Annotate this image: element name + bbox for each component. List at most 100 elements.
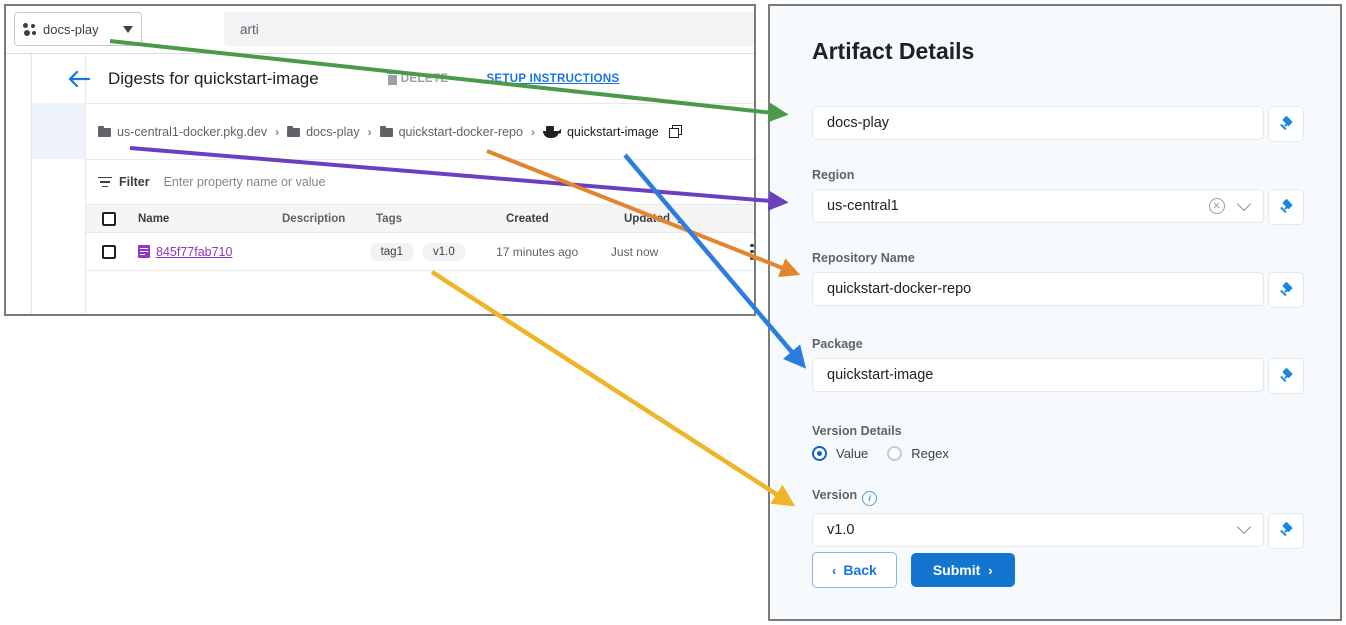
breadcrumb-label: us-central1-docker.pkg.dev bbox=[117, 124, 268, 139]
project-field[interactable]: docs-play bbox=[812, 106, 1264, 140]
filter-input[interactable]: Enter property name or value bbox=[163, 175, 326, 189]
repository-field[interactable]: quickstart-docker-repo bbox=[812, 272, 1264, 306]
field-group-repository: Repository Name quickstart-docker-repo bbox=[812, 251, 1304, 308]
breadcrumb-item-registry[interactable]: us-central1-docker.pkg.dev bbox=[98, 125, 267, 139]
breadcrumb-label: docs-play bbox=[306, 124, 360, 139]
sidebar-active-highlight bbox=[32, 103, 86, 159]
column-header-description[interactable]: Description bbox=[282, 212, 346, 225]
chevron-down-icon[interactable] bbox=[1236, 196, 1252, 211]
project-chip-label: docs-play bbox=[43, 21, 99, 37]
pin-icon bbox=[1279, 198, 1294, 215]
docker-whale-icon bbox=[542, 125, 561, 138]
pin-button[interactable] bbox=[1268, 106, 1304, 142]
delete-button[interactable]: DELETE bbox=[386, 72, 449, 85]
page-title: Artifact Details bbox=[812, 38, 975, 64]
kebab-menu-icon[interactable] bbox=[750, 243, 754, 260]
pin-button[interactable] bbox=[1268, 512, 1304, 549]
radio-regex-label: Regex bbox=[911, 446, 949, 461]
cell-tags: tag1 v1.0 bbox=[369, 242, 497, 261]
version-details-label: Version Details bbox=[812, 424, 902, 438]
submit-button-label: Submit bbox=[932, 562, 981, 578]
breadcrumb-item-image[interactable]: quickstart-image bbox=[542, 125, 659, 139]
select-all-checkbox[interactable] bbox=[102, 211, 116, 226]
table-footer bbox=[86, 271, 754, 303]
repository-label: Repository Name bbox=[812, 251, 915, 265]
sidebar-rail-divider bbox=[85, 54, 86, 314]
pin-button[interactable] bbox=[1268, 189, 1304, 225]
digest-name: 845f77fab710 bbox=[156, 244, 233, 259]
gcp-console-panel: docs-play arti Digests for quickstart-im… bbox=[4, 4, 756, 316]
digest-link[interactable]: 845f77fab710 bbox=[138, 245, 278, 259]
region-label: Region bbox=[812, 168, 855, 182]
package-field[interactable]: quickstart-image bbox=[812, 358, 1264, 392]
pin-button[interactable] bbox=[1268, 358, 1304, 394]
pin-icon bbox=[1279, 115, 1294, 132]
page-title: Digests for quickstart-image bbox=[108, 68, 319, 88]
folder-icon bbox=[287, 126, 301, 137]
breadcrumb: us-central1-docker.pkg.dev › docs-play ›… bbox=[86, 104, 754, 160]
row-checkbox[interactable] bbox=[102, 244, 116, 259]
chevron-down-icon bbox=[123, 25, 133, 33]
tag-chip[interactable]: v1.0 bbox=[421, 242, 466, 261]
breadcrumb-separator: › bbox=[275, 124, 280, 139]
back-chevron-icon: ‹ bbox=[832, 562, 837, 578]
project-field-value: docs-play bbox=[827, 115, 890, 131]
back-arrow-icon[interactable] bbox=[64, 70, 94, 88]
digest-icon bbox=[138, 245, 150, 258]
version-details-radio-row: Value Regex bbox=[812, 446, 1304, 461]
version-field[interactable]: v1.0 bbox=[812, 512, 1264, 547]
version-field-value: v1.0 bbox=[827, 521, 855, 538]
console-sidebar bbox=[6, 54, 32, 314]
radio-value[interactable] bbox=[812, 446, 827, 461]
region-field-value: us-central1 bbox=[827, 198, 899, 214]
filter-label: Filter bbox=[119, 175, 150, 189]
digests-table: Name Description Tags Created Updated ↓ … bbox=[86, 204, 754, 303]
package-field-value: quickstart-image bbox=[827, 367, 934, 383]
column-header-name[interactable]: Name bbox=[138, 212, 170, 225]
breadcrumb-item-project[interactable]: docs-play bbox=[287, 125, 360, 139]
column-header-created[interactable]: Created bbox=[506, 212, 549, 225]
breadcrumb-item-repository[interactable]: quickstart-docker-repo bbox=[379, 125, 523, 139]
field-group-region: Region us-central1 bbox=[812, 168, 1304, 225]
radio-value-label: Value bbox=[836, 446, 869, 461]
chevron-down-icon[interactable] bbox=[1236, 519, 1252, 535]
submit-chevron-icon: › bbox=[988, 562, 993, 578]
column-header-tags[interactable]: Tags bbox=[376, 212, 402, 225]
field-group-version: Version i v1.0 bbox=[812, 488, 1304, 549]
console-search-input[interactable]: arti bbox=[224, 12, 754, 46]
breadcrumb-separator: › bbox=[530, 124, 535, 139]
project-selector-chip[interactable]: docs-play bbox=[14, 12, 142, 46]
version-label-text: Version bbox=[812, 488, 858, 502]
folder-icon bbox=[98, 126, 111, 137]
trash-icon bbox=[386, 72, 398, 85]
info-icon[interactable]: i bbox=[862, 490, 878, 506]
artifact-details-panel: Artifact Details docs-play Region us-cen… bbox=[768, 4, 1342, 621]
clear-icon[interactable] bbox=[1209, 198, 1225, 214]
copy-icon[interactable] bbox=[668, 124, 683, 139]
cell-updated: Just now bbox=[610, 244, 659, 259]
table-header-row: Name Description Tags Created Updated ↓ bbox=[86, 204, 754, 233]
version-details-group: Version Details Value Regex bbox=[812, 424, 1304, 461]
radio-regex[interactable] bbox=[887, 446, 903, 461]
submit-button[interactable]: Submit › bbox=[910, 553, 1015, 587]
version-label: Version i bbox=[812, 488, 1304, 506]
folder-icon bbox=[379, 126, 393, 137]
column-header-updated[interactable]: Updated ↓ bbox=[624, 212, 728, 226]
cell-created: 17 minutes ago bbox=[496, 244, 579, 259]
back-button[interactable]: ‹ Back bbox=[812, 552, 897, 588]
breadcrumb-separator: › bbox=[367, 124, 372, 139]
form-button-row: ‹ Back Submit › bbox=[812, 552, 1015, 588]
filter-icon bbox=[98, 176, 112, 188]
console-search-value: arti bbox=[240, 21, 259, 37]
pin-button[interactable] bbox=[1268, 272, 1304, 308]
region-field[interactable]: us-central1 bbox=[812, 189, 1264, 223]
field-group-project: docs-play bbox=[812, 106, 1304, 142]
page-header: Digests for quickstart-image DELETE SETU… bbox=[68, 54, 754, 104]
filter-bar[interactable]: Filter Enter property name or value bbox=[86, 160, 754, 204]
console-topbar: docs-play arti bbox=[6, 6, 754, 54]
package-label: Package bbox=[812, 337, 863, 351]
table-row[interactable]: 845f77fab710 tag1 v1.0 17 minutes ago Ju… bbox=[86, 233, 754, 271]
tag-chip[interactable]: tag1 bbox=[369, 242, 414, 261]
delete-button-label: DELETE bbox=[400, 72, 449, 85]
setup-instructions-link[interactable]: SETUP INSTRUCTIONS bbox=[486, 72, 620, 85]
